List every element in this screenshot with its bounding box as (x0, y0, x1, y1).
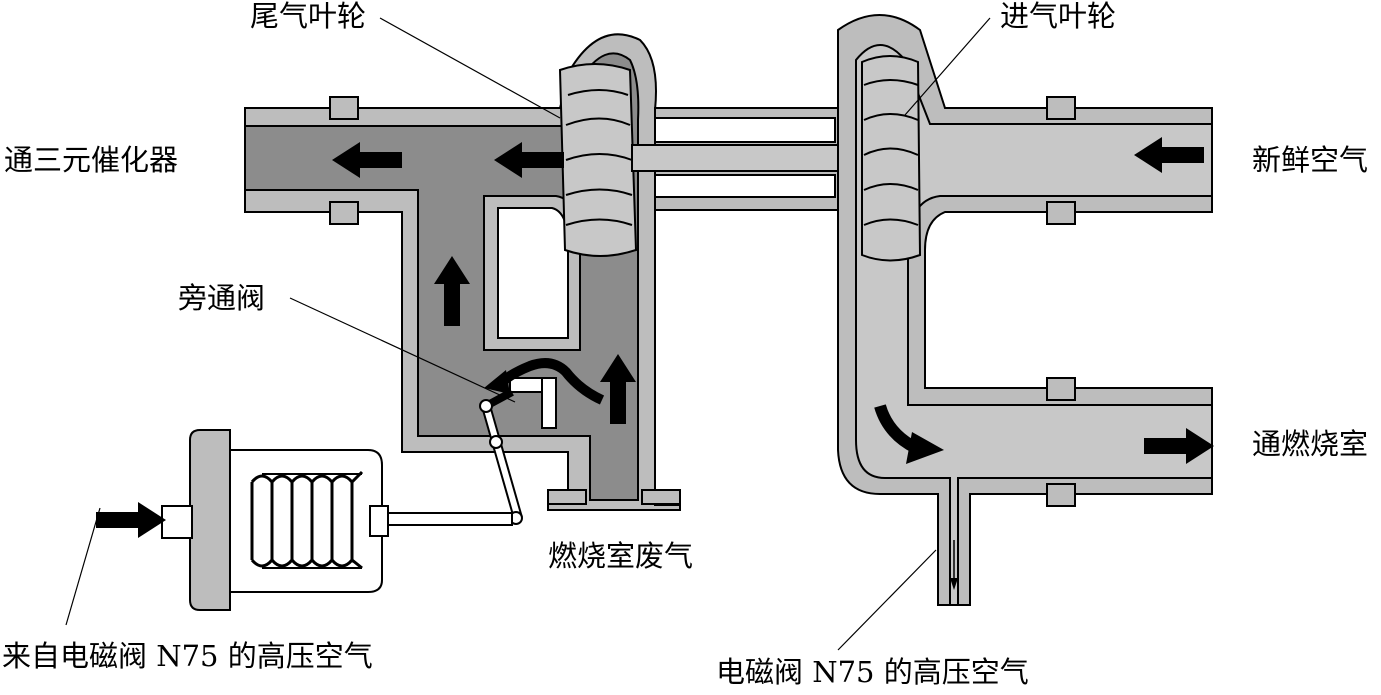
label-bypass-valve: 旁通阀 (178, 281, 266, 315)
leader-lines (65, 17, 991, 651)
label-from-n75: 来自电磁阀 N75 的高压空气 (2, 639, 373, 673)
flow-arrow-from-n75 (96, 502, 166, 538)
label-intake-compressor: 进气叶轮 (1000, 0, 1117, 33)
flow-arrow-bypass-curve (496, 358, 605, 405)
label-exhaust-turbine: 尾气叶轮 (250, 0, 367, 33)
wastegate-actuator (161, 429, 389, 611)
bypass-valve (509, 377, 557, 429)
label-to-combustion: 通燃烧室 (1252, 427, 1369, 461)
label-n75-pressure: 电磁阀 N75 的高压空气 (716, 655, 1029, 689)
label-combustion-exhaust: 燃烧室废气 (548, 539, 694, 573)
compressor-wheel (861, 55, 922, 262)
label-to-catalytic: 通三元催化器 (4, 143, 179, 177)
turbine-wheel (558, 63, 638, 257)
flow-arrows (96, 137, 1214, 538)
turbo-shaft (631, 107, 861, 211)
label-fresh-air: 新鲜空气 (1252, 143, 1369, 177)
